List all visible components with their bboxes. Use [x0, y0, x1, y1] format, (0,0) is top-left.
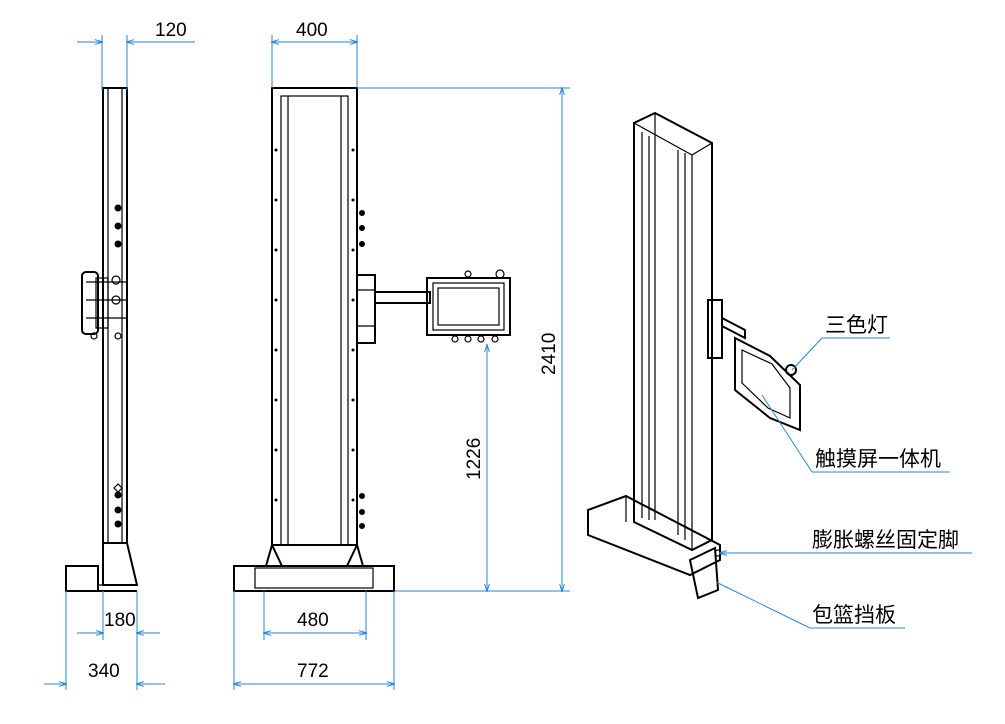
callout-tri-color-light: 三色灯 — [825, 313, 888, 337]
callout-base-cover-plate: 包篮挡板 — [812, 603, 896, 627]
dim-side-top-width: 120 — [155, 20, 187, 41]
callouts: 三色灯 触摸屏一体机 膨胀螺丝固定脚 包篮挡板 — [715, 313, 972, 629]
iso-view — [587, 111, 801, 600]
dim-front-top-width: 400 — [296, 20, 328, 41]
front-view — [233, 87, 511, 592]
side-view — [65, 87, 139, 592]
side-handle — [81, 271, 99, 335]
front-arm — [374, 291, 431, 304]
side-column — [102, 87, 128, 544]
iso-tri-color-light — [785, 364, 797, 376]
side-bolts — [114, 204, 122, 528]
dim-side-base-inner: 180 — [104, 610, 136, 631]
callout-expansion-screw-foot: 膨胀螺丝固定脚 — [812, 528, 959, 552]
callout-touch-screen-pc: 触摸屏一体机 — [815, 447, 941, 471]
dim-front-base-inner: 480 — [297, 610, 329, 631]
dim-screen-height: 1226 — [464, 438, 485, 480]
iso-touch-screen — [734, 336, 801, 432]
dim-front-base-total: 772 — [297, 661, 329, 682]
dimension-labels: 120 400 180 340 480 772 2410 1226 — [88, 20, 560, 682]
iso-arm-mount — [707, 299, 723, 359]
iso-frame — [633, 111, 713, 552]
dimension-lines — [44, 35, 570, 690]
front-touch-screen — [426, 277, 511, 336]
front-frame-dots — [274, 148, 365, 529]
front-arm-mount — [356, 274, 376, 344]
side-base-gusset — [102, 542, 139, 586]
dim-total-height: 2410 — [539, 333, 560, 375]
dim-side-base-total: 340 — [88, 661, 120, 682]
front-base — [233, 565, 395, 592]
side-foot — [65, 565, 99, 592]
front-frame — [271, 87, 358, 546]
iso-base — [587, 494, 721, 577]
